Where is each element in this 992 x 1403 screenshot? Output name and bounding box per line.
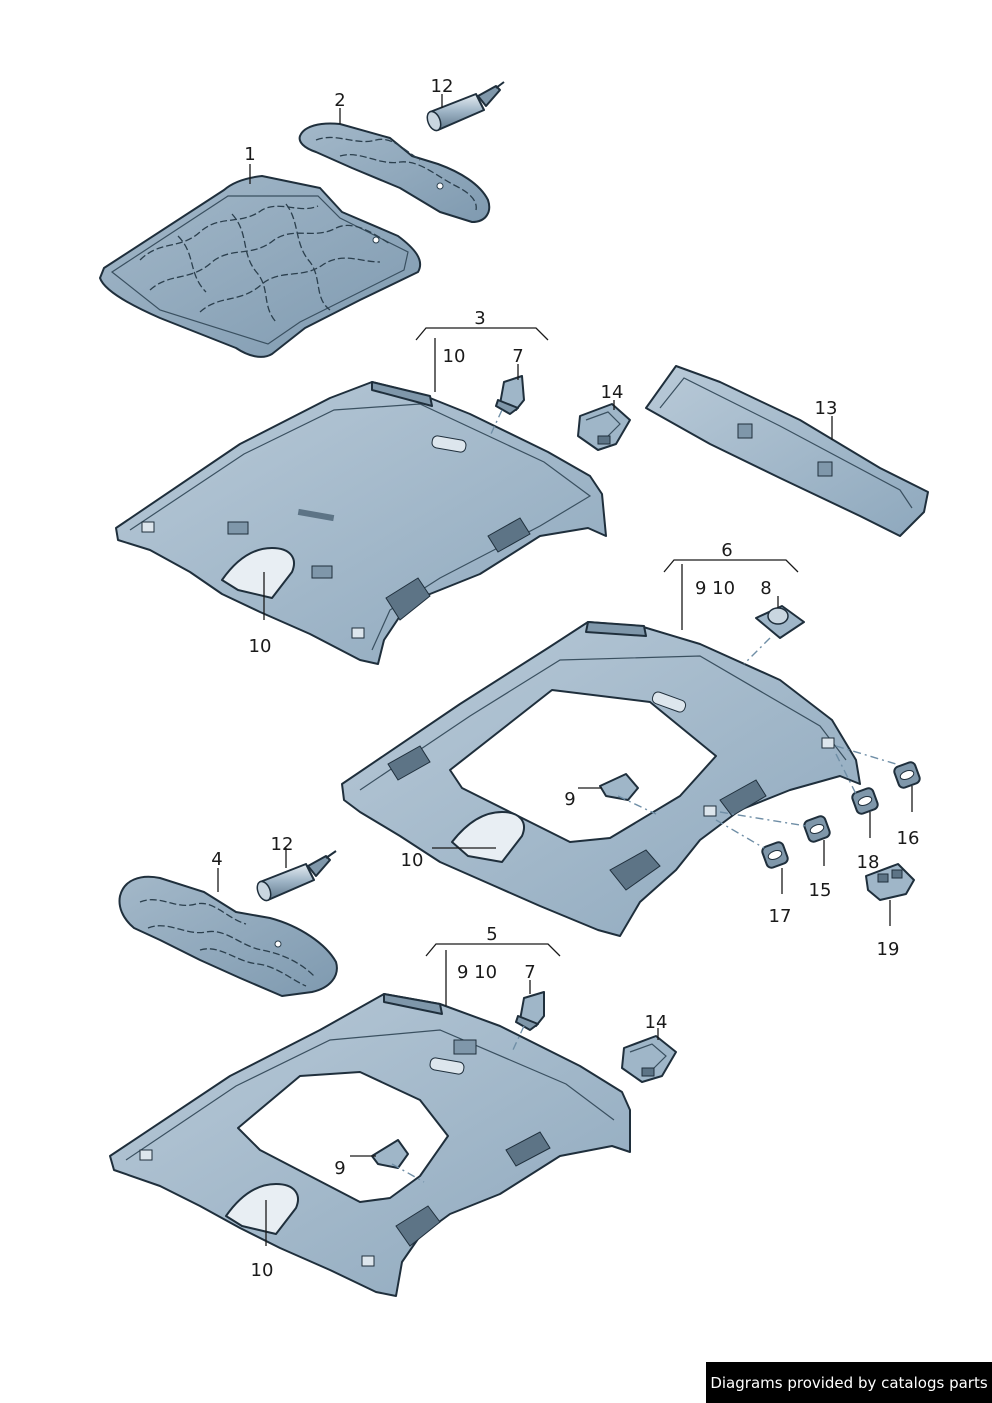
connector-19 <box>865 863 915 901</box>
leader-lines <box>217 94 913 1246</box>
label-10-b: 10 <box>249 636 272 657</box>
part-labels: 1 2 12 3 10 7 14 13 10 6 9 10 8 9 10 16 … <box>211 76 919 1281</box>
insulation-strip-2 <box>298 122 491 223</box>
assembly-lines <box>391 409 897 1183</box>
label-8: 8 <box>760 578 771 599</box>
label-18: 18 <box>857 852 880 873</box>
label-9-bottom: 9 <box>334 1158 345 1179</box>
label-14-top: 14 <box>601 382 624 403</box>
label-7-bottom: 7 <box>524 962 535 983</box>
clip-9-bottom <box>371 1139 409 1169</box>
grommet-18 <box>851 787 879 815</box>
label-12-bottom: 12 <box>271 834 294 855</box>
grommet-15 <box>803 815 831 843</box>
bracket-14-top <box>577 403 631 451</box>
label-17: 17 <box>769 906 792 927</box>
headliner-6 <box>341 621 861 937</box>
clip-9-middle <box>599 773 639 801</box>
knob-8 <box>755 605 805 639</box>
clip-7-top <box>495 375 525 415</box>
label-10-a: 10 <box>443 346 466 367</box>
clip-7-bottom <box>515 991 545 1031</box>
grommet-17 <box>761 841 789 869</box>
label-5: 5 <box>486 924 497 945</box>
headliner-3 <box>115 381 607 665</box>
label-3: 3 <box>474 308 485 329</box>
headliner-5 <box>109 993 631 1297</box>
insulation-mat-4 <box>118 875 338 997</box>
label-9-10-bottom: 9 10 <box>457 962 497 983</box>
bracket-14-bottom <box>621 1035 677 1083</box>
label-7-top: 7 <box>512 346 523 367</box>
label-6: 6 <box>721 540 732 561</box>
label-2: 2 <box>334 90 345 111</box>
label-15: 15 <box>809 880 832 901</box>
label-9-middle: 9 <box>564 789 575 810</box>
label-19: 19 <box>877 939 900 960</box>
label-4: 4 <box>211 849 222 870</box>
label-1: 1 <box>244 144 255 165</box>
adhesive-cartridge-12-bottom <box>256 850 337 902</box>
adhesive-cartridge-12-top <box>426 81 505 132</box>
label-14-bottom: 14 <box>645 1012 668 1033</box>
label-9-10-middle: 9 10 <box>695 578 735 599</box>
label-12-top: 12 <box>431 76 454 97</box>
grommet-16 <box>893 761 921 789</box>
insulation-mat-1 <box>99 175 422 358</box>
label-13: 13 <box>815 398 838 419</box>
label-16: 16 <box>897 828 920 849</box>
label-10-d: 10 <box>251 1260 274 1281</box>
label-10-c: 10 <box>401 850 424 871</box>
footer-credit: Diagrams provided by catalogs parts <box>706 1362 992 1403</box>
trim-strip-13 <box>645 365 929 537</box>
